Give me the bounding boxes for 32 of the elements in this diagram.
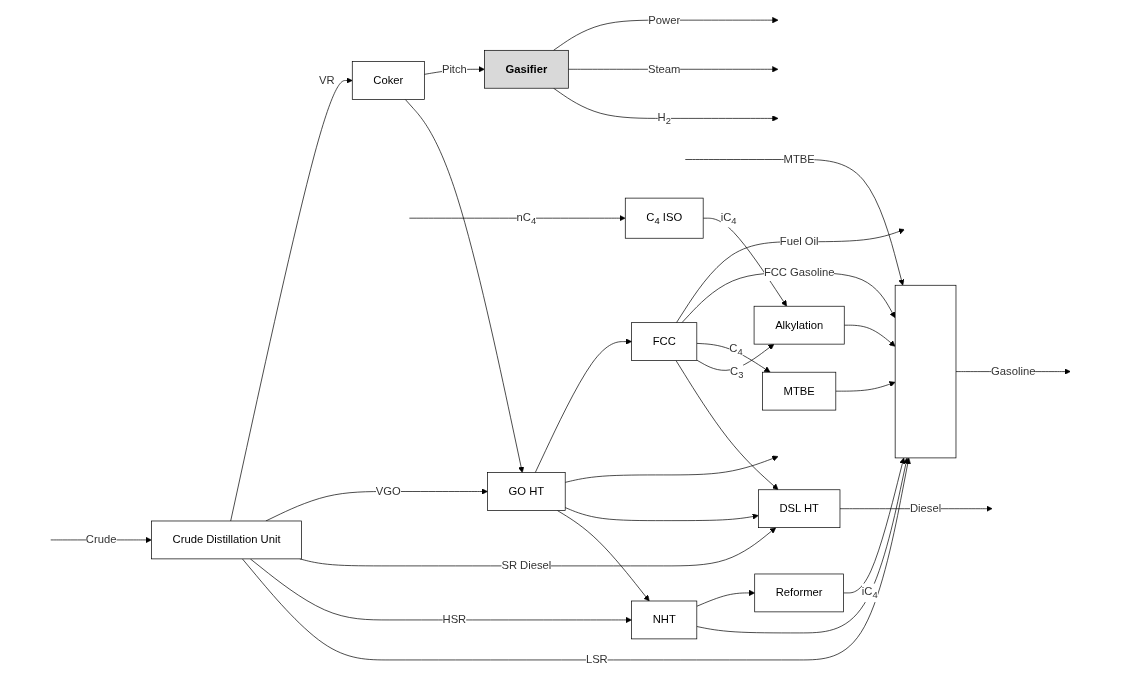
node-box: MTBE [762,371,837,410]
edge-label: nC$_{4}$ [516,210,537,226]
edge-label: FCC Gasoline [763,265,835,278]
edge-label: Steam [647,62,681,75]
edge-label: HSR [442,613,467,626]
node-box: Gasifier [483,49,569,89]
edge-label: C$_{4}$ [729,342,743,357]
edge-label: LSR [585,653,608,666]
node-box: DSL HT [757,488,841,528]
edge-label: Crude [85,533,117,546]
edge-label: VGO [375,484,401,497]
node-box [894,284,957,458]
node-box: Coker [351,60,425,100]
edge-label: VR [319,73,335,86]
edge-label: C$_{3}$ [729,364,744,380]
edge-label: iC$_{4}$ [861,584,878,600]
edge-label: SR Diesel [501,559,552,572]
edge-label: Gasoline [990,364,1036,377]
edge-label: Pitch [441,62,467,75]
node-box: NHT [631,600,698,639]
node-box: Crude Distillation Unit [151,520,302,559]
node-box: GO HT [487,471,566,511]
node-box: C$_{4}$ ISO [624,197,704,239]
node-box: Reformer [754,573,844,612]
edge-label: Power [648,13,681,26]
node-box: Alkylation [753,305,845,344]
node-box: FCC [631,321,698,361]
edge-label: Fuel Oil [779,234,819,247]
edge-label: MTBE [783,152,815,165]
edge-label: H$_{2}$ [657,110,671,126]
edge-label: Diesel [909,501,942,514]
edge-label: iC$_{4}$ [720,210,737,226]
